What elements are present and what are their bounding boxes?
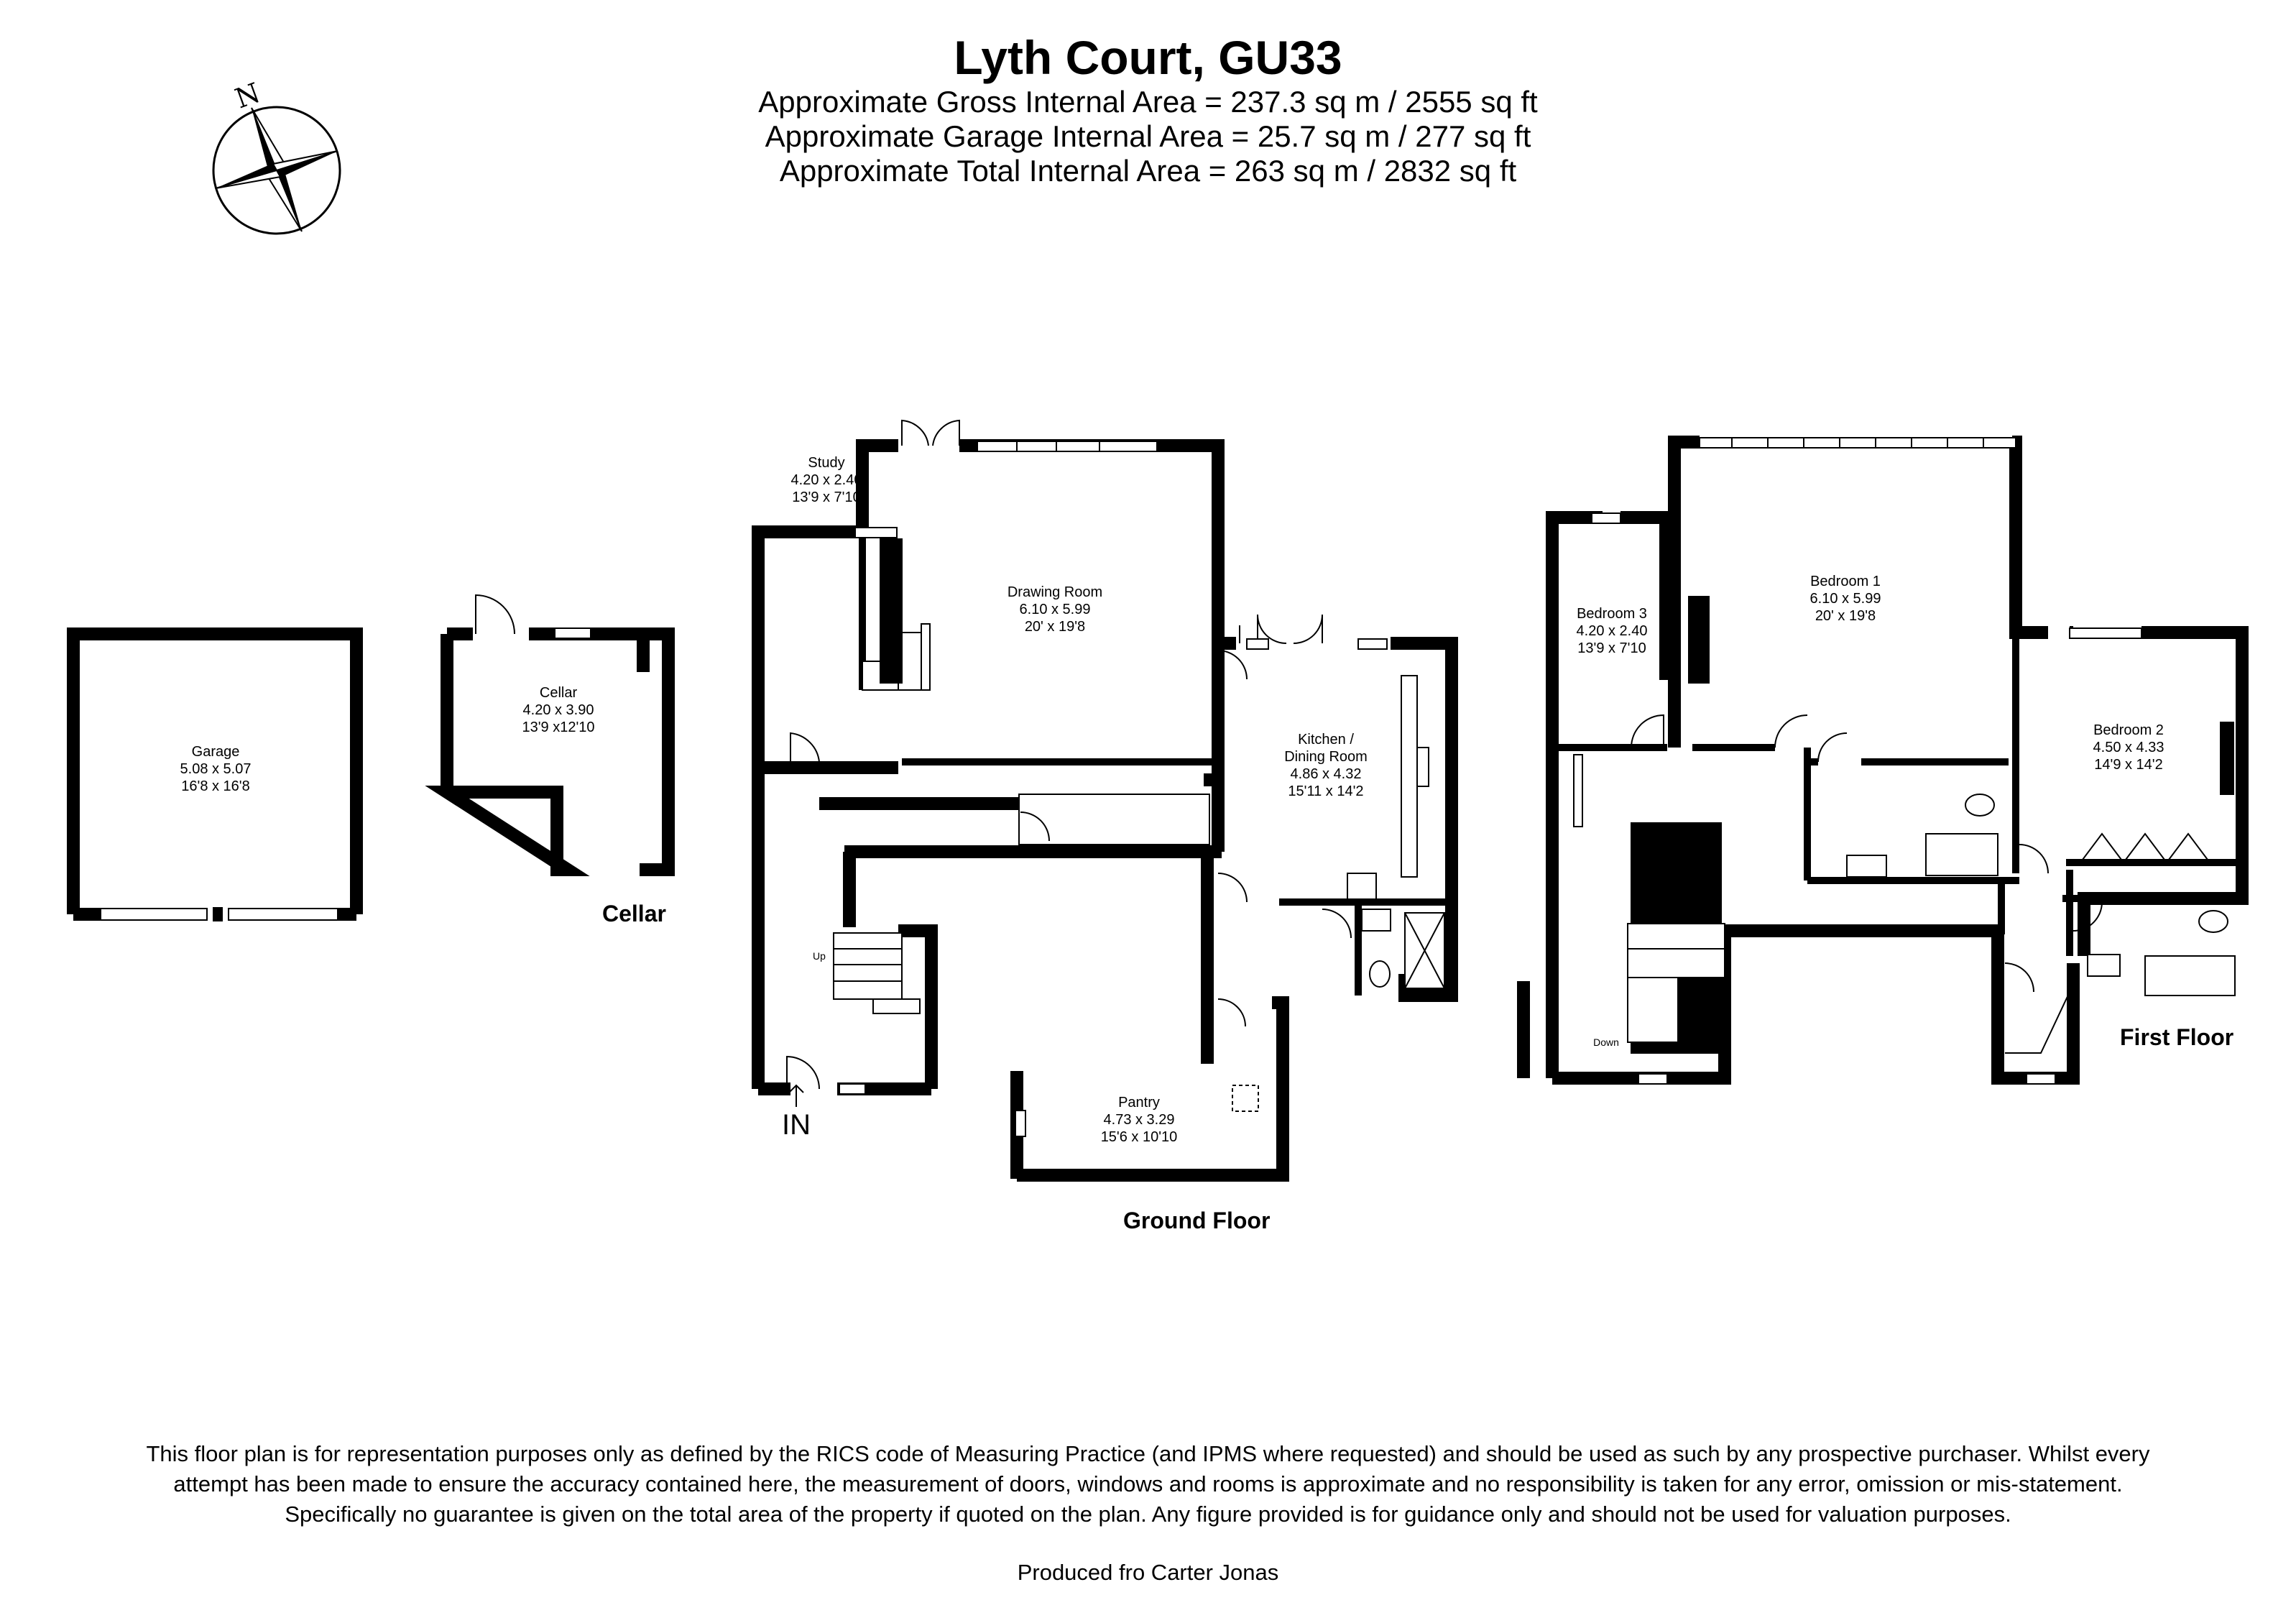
bedroom-3-name: Bedroom 3	[1577, 606, 1647, 622]
study-metric: 4.20 x 2.40	[791, 472, 862, 488]
cellar-name: Cellar	[540, 685, 578, 701]
gross-area-text: Approximate Gross Internal Area = 237.3 …	[758, 85, 1538, 119]
bedroom-2-imperial: 14'9 x 14'2	[2094, 757, 2163, 773]
credit-text: Produced fro Carter Jonas	[1017, 1560, 1279, 1585]
room-labels: Garage 5.08 x 5.07 16'8 x 16'8 Cellar 4.…	[180, 455, 2164, 1145]
kitchen-imperial: 15'11 x 14'2	[1288, 783, 1363, 799]
garage-imperial: 16'8 x 16'8	[181, 778, 250, 794]
bedroom-2-metric: 4.50 x 4.33	[2093, 740, 2164, 755]
study-name: Study	[808, 455, 844, 471]
garage-metric: 5.08 x 5.07	[180, 761, 252, 777]
pantry-name: Pantry	[1118, 1095, 1160, 1111]
bedroom-1-metric: 6.10 x 5.99	[1810, 591, 1881, 607]
kitchen-name-line2: Dining Room	[1284, 749, 1368, 765]
pantry-imperial: 15'6 x 10'10	[1101, 1129, 1178, 1145]
entrance-arrow-icon	[788, 1084, 804, 1107]
garage-area-text: Approximate Garage Internal Area = 25.7 …	[765, 119, 1531, 153]
compass-rose-icon: N	[212, 77, 341, 235]
bedroom-2-name: Bedroom 2	[2093, 722, 2164, 738]
total-area-text: Approximate Total Internal Area = 263 sq…	[779, 154, 1517, 188]
drawing-room-imperial: 20' x 19'8	[1025, 619, 1085, 635]
entrance-label: IN	[782, 1109, 811, 1141]
first-floor-label: First Floor	[2120, 1024, 2234, 1050]
cellar-metric: 4.20 x 3.90	[523, 702, 594, 718]
drawing-room-metric: 6.10 x 5.99	[1020, 602, 1091, 617]
ground-floor-details	[786, 419, 1445, 1137]
stairs-up-label: Up	[813, 950, 826, 962]
kitchen-metric: 4.86 x 4.32	[1291, 766, 1362, 782]
plan-title: Lyth Court, GU33	[954, 31, 1342, 84]
garage-name: Garage	[192, 744, 240, 760]
study-imperial: 13'9 x 7'10	[792, 489, 861, 505]
bedroom-1-imperial: 20' x 19'8	[1815, 608, 1876, 624]
bedroom-1-name: Bedroom 1	[1810, 574, 1881, 589]
bedroom-3-metric: 4.20 x 2.40	[1577, 623, 1648, 639]
ground-floor-label: Ground Floor	[1123, 1208, 1271, 1233]
bedroom-3-imperial: 13'9 x 7'10	[1577, 640, 1646, 656]
garage-plan	[67, 627, 363, 921]
cellar-plan	[425, 594, 675, 876]
kitchen-name-line1: Kitchen /	[1298, 732, 1354, 748]
first-floor-details	[1573, 437, 2236, 1085]
stairs-down-label: Down	[1593, 1036, 1619, 1048]
pantry-metric: 4.73 x 3.29	[1104, 1112, 1175, 1128]
disclaimer-text: This floor plan is for representation pu…	[146, 1441, 2150, 1527]
cellar-imperial: 13'9 x12'10	[522, 719, 594, 735]
drawing-room-name: Drawing Room	[1008, 584, 1102, 600]
cellar-floor-label: Cellar	[602, 901, 666, 927]
